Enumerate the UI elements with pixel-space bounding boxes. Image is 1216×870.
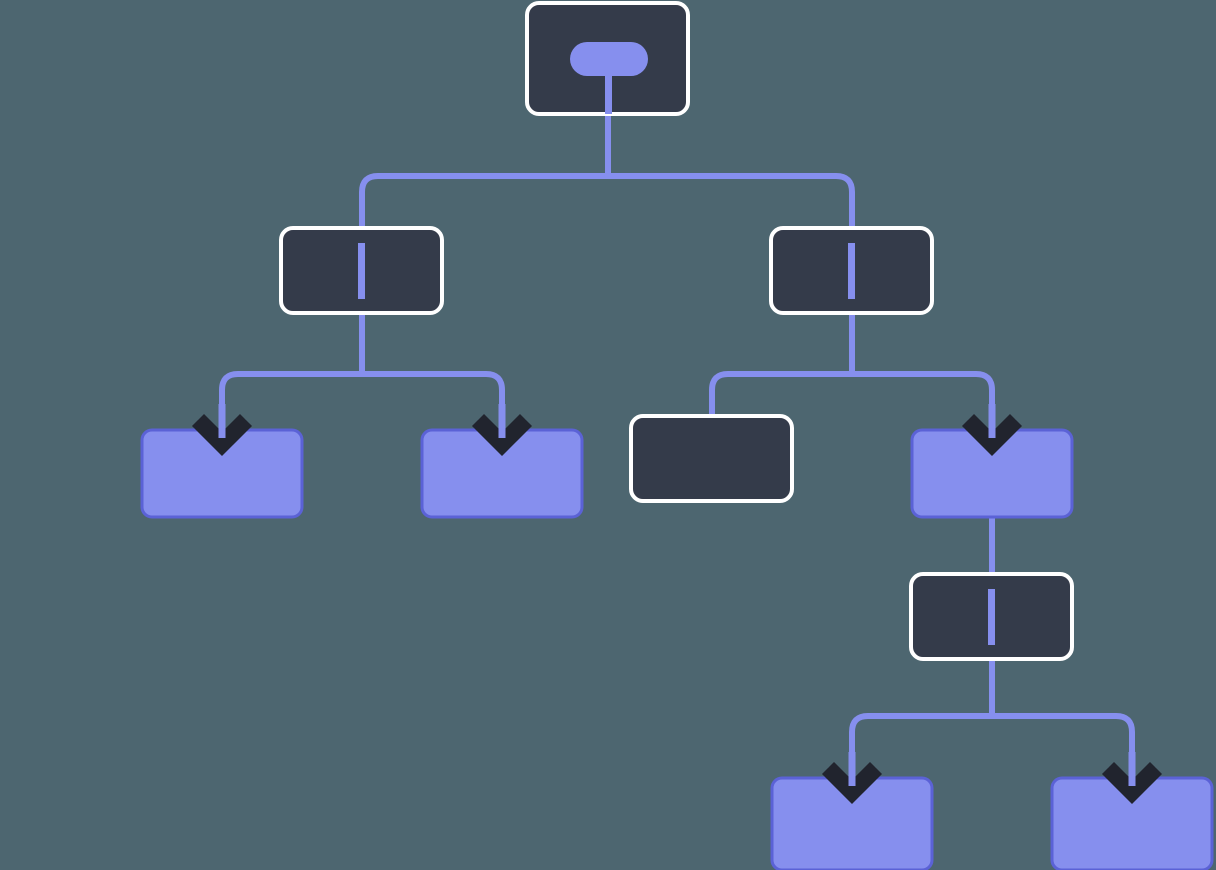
connector-sub-branch-to-leaf-4 bbox=[849, 713, 992, 782]
arrowhead-leaf-1 bbox=[191, 413, 253, 457]
connector-root-to-right-branch bbox=[608, 173, 855, 228]
root-node-inner-stem bbox=[605, 60, 612, 114]
sub-branch-node[interactable] bbox=[909, 572, 1074, 661]
empty-dark-node-shape[interactable] bbox=[629, 414, 794, 503]
arrowhead-leaf-5 bbox=[1101, 761, 1163, 805]
arrowhead-leaf-3 bbox=[961, 413, 1023, 457]
connector-left-branch-to-leaf-2 bbox=[362, 371, 505, 434]
node-layer bbox=[140, 1, 1214, 870]
root-node[interactable] bbox=[525, 1, 690, 116]
arrowhead-layer bbox=[191, 404, 1163, 805]
connector-root-to-left-branch bbox=[359, 173, 608, 228]
connector-right-branch-to-leaf-3 bbox=[852, 371, 995, 434]
branch-node-right[interactable] bbox=[769, 226, 934, 315]
root-node-inner-pill bbox=[570, 42, 648, 76]
arrowhead-leaf-2 bbox=[471, 413, 533, 457]
connector-layer bbox=[219, 114, 1135, 782]
empty-dark-node[interactable] bbox=[629, 414, 794, 503]
sub-branch-node-internal-connector-mark bbox=[988, 589, 995, 645]
connector-right-branch-to-empty-node bbox=[709, 371, 852, 416]
connector-left-branch-to-leaf-1 bbox=[219, 371, 362, 434]
arrowhead-leaf-4 bbox=[821, 761, 883, 805]
branch-node-right-internal-connector-mark bbox=[848, 243, 855, 299]
branch-node-left-internal-connector-mark bbox=[358, 243, 365, 299]
connector-sub-branch-to-leaf-5 bbox=[992, 713, 1135, 782]
branch-node-left[interactable] bbox=[279, 226, 444, 315]
